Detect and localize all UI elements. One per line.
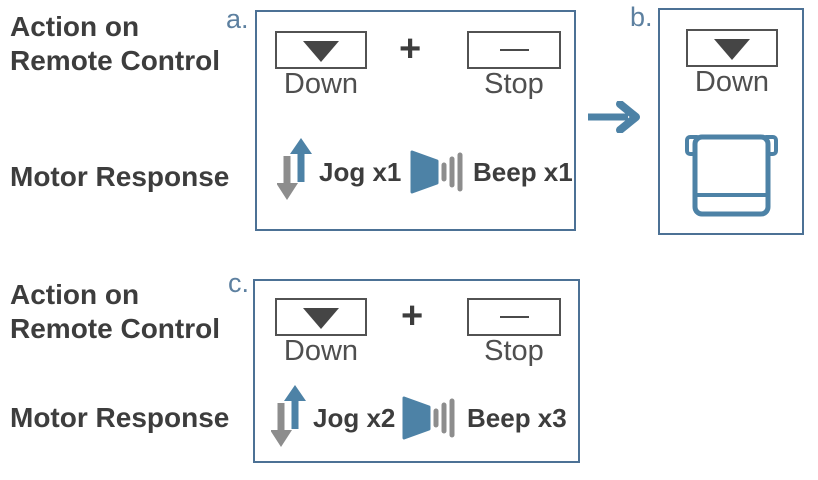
motor-response-label-bottom: Motor Response <box>10 402 230 433</box>
jog-arrows-icon <box>276 136 313 207</box>
down-button-label: Down <box>283 68 359 100</box>
stop-dash-icon <box>499 316 529 318</box>
stop-dash-icon <box>499 49 529 51</box>
plus-sign: + <box>399 28 422 70</box>
action-line1: Action on <box>10 279 140 310</box>
right-arrow-icon <box>586 100 642 138</box>
panel-c-tag: c. <box>228 268 250 298</box>
stop-button <box>467 31 561 69</box>
action-on-remote-label-bottom: Action on Remote Control <box>10 278 220 346</box>
down-button-label: Down <box>694 66 770 98</box>
down-triangle-icon <box>714 38 750 60</box>
action-line1: Action on <box>10 11 140 42</box>
plus-sign: + <box>401 295 424 337</box>
beep-response-label: Beep x3 <box>467 403 567 433</box>
down-button <box>275 298 367 336</box>
panel-a-tag: a. <box>226 4 249 34</box>
speaker-icon <box>409 150 463 199</box>
down-button <box>686 29 778 67</box>
jog-arrows-icon <box>270 383 307 454</box>
action-on-remote-label-top: Action on Remote Control <box>10 10 220 78</box>
stop-button-label: Stop <box>484 335 544 367</box>
motor-response-label-top: Motor Response <box>10 161 230 192</box>
down-button-label: Down <box>283 335 359 367</box>
down-button <box>275 31 367 69</box>
panel-c: Down + Stop Jog x2 Beep x3 <box>253 279 580 463</box>
action-line2: Remote Control <box>10 45 220 76</box>
stop-button-label: Stop <box>484 68 544 100</box>
speaker-icon <box>401 396 455 445</box>
action-line2: Remote Control <box>10 313 220 344</box>
stop-button <box>467 298 561 336</box>
jog-response-label: Jog x2 <box>313 403 396 433</box>
panel-b: Down <box>658 8 804 235</box>
beep-response-label: Beep x1 <box>473 157 573 187</box>
roller-shade-icon <box>684 134 779 223</box>
panel-b-tag: b. <box>630 2 653 32</box>
down-triangle-icon <box>303 40 339 62</box>
jog-response-label: Jog x1 <box>319 157 402 187</box>
panel-a: Down + Stop Jog x1 Beep x1 <box>255 10 576 231</box>
down-triangle-icon <box>303 307 339 329</box>
